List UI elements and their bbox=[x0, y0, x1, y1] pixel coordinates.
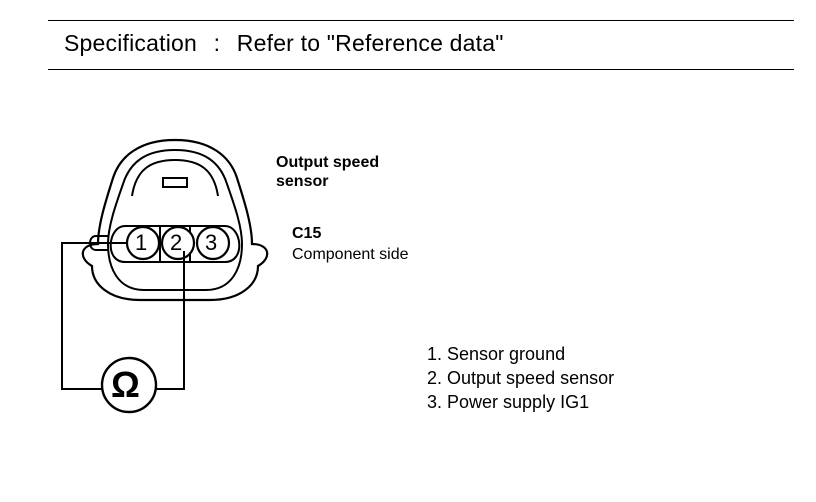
legend-item: 1. Sensor ground bbox=[427, 344, 566, 364]
connector-code: C15 bbox=[292, 225, 322, 242]
connector-name-line2: sensor bbox=[276, 173, 329, 190]
ohmmeter bbox=[100, 356, 158, 414]
lead-wire-pin1 bbox=[61, 242, 127, 390]
pin-3-label: 3 bbox=[205, 230, 218, 255]
legend-item: 3. Power supply IG1 bbox=[427, 392, 590, 412]
bottom-rule bbox=[48, 69, 794, 70]
connector-housing-outer bbox=[81, 138, 269, 302]
pin-2 bbox=[160, 225, 196, 261]
top-rule bbox=[48, 20, 794, 21]
latch-slot bbox=[162, 177, 188, 188]
connector-side: Component side bbox=[292, 246, 409, 263]
pin-area bbox=[109, 225, 241, 263]
ohm-symbol: Ω bbox=[111, 364, 140, 405]
specification-value: Refer to "Reference data" bbox=[236, 30, 504, 56]
pin-1-label: 1 bbox=[135, 230, 148, 255]
connector-housing-inner bbox=[106, 148, 244, 291]
specification-line: Specification : Refer to "Reference data… bbox=[64, 30, 504, 57]
specification-separator: : bbox=[213, 30, 221, 56]
legend-item: 2. Output speed sensor bbox=[427, 368, 615, 388]
specification-label: Specification bbox=[64, 30, 198, 56]
lead-wire-pin2 bbox=[156, 251, 185, 390]
connector-name-line1: Output speed bbox=[276, 154, 380, 171]
pin-2-label: 2 bbox=[170, 230, 183, 255]
connector-latch bbox=[131, 158, 219, 197]
pin-legend: 1. Sensor ground 2. Output speed sensor … bbox=[427, 342, 614, 414]
pin-3 bbox=[195, 225, 231, 261]
